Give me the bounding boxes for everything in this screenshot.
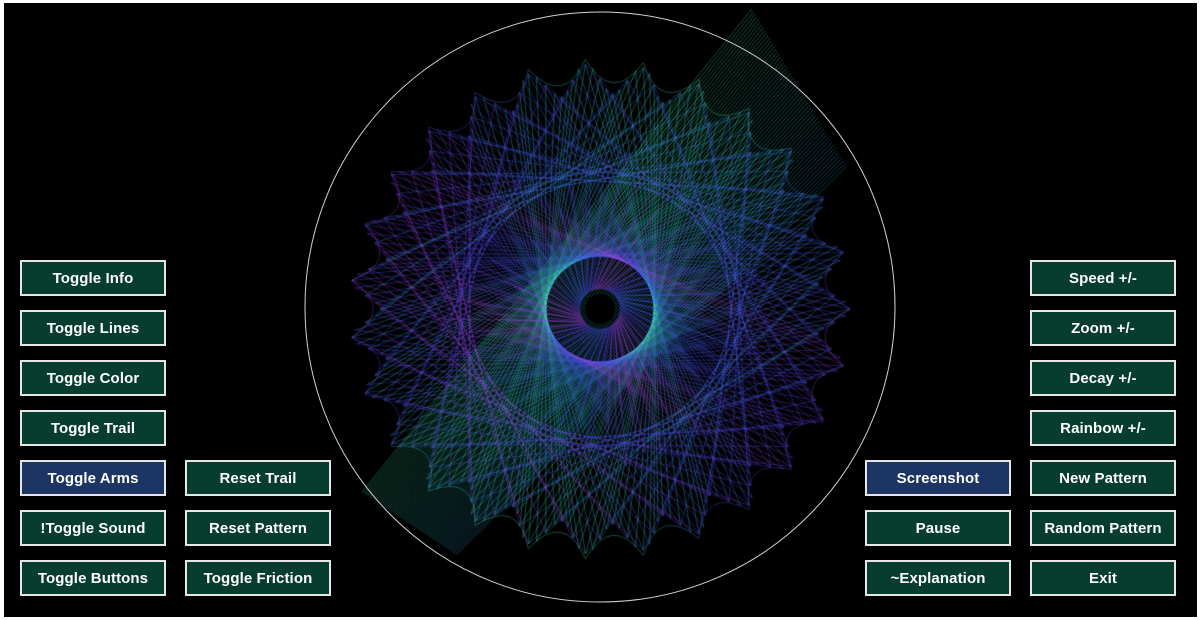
center-hole <box>585 294 615 324</box>
boundary-circle <box>304 11 896 603</box>
toggle-lines-button[interactable]: Toggle Lines <box>20 310 166 346</box>
explanation-button[interactable]: ~Explanation <box>865 560 1011 596</box>
random-pattern-button[interactable]: Random Pattern <box>1030 510 1176 546</box>
toggle-arms-button[interactable]: Toggle Arms <box>20 460 166 496</box>
reset-pattern-button[interactable]: Reset Pattern <box>185 510 331 546</box>
new-pattern-button[interactable]: New Pattern <box>1030 460 1176 496</box>
toggle-buttons-button[interactable]: Toggle Buttons <box>20 560 166 596</box>
screenshot-button[interactable]: Screenshot <box>865 460 1011 496</box>
zoom-button[interactable]: Zoom +/- <box>1030 310 1176 346</box>
pause-button[interactable]: Pause <box>865 510 1011 546</box>
toggle-color-button[interactable]: Toggle Color <box>20 360 166 396</box>
toggle-info-button[interactable]: Toggle Info <box>20 260 166 296</box>
toggle-sound-button[interactable]: !Toggle Sound <box>20 510 166 546</box>
harmonograph-canvas-area: Toggle Info Toggle Lines Toggle Color To… <box>4 3 1197 617</box>
reset-trail-button[interactable]: Reset Trail <box>185 460 331 496</box>
toggle-friction-button[interactable]: Toggle Friction <box>185 560 331 596</box>
exit-button[interactable]: Exit <box>1030 560 1176 596</box>
boundary-overlay <box>304 11 896 603</box>
toggle-trail-button[interactable]: Toggle Trail <box>20 410 166 446</box>
decay-button[interactable]: Decay +/- <box>1030 360 1176 396</box>
rainbow-button[interactable]: Rainbow +/- <box>1030 410 1176 446</box>
speed-button[interactable]: Speed +/- <box>1030 260 1176 296</box>
